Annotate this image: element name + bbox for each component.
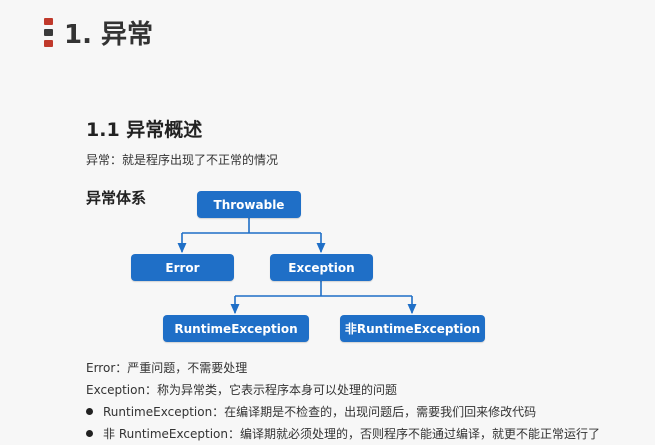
note-exception: Exception：称为异常类，它表示程序本身可以处理的问题 [86, 383, 398, 397]
node-exception: Exception [270, 254, 373, 281]
bullet-text: RuntimeException：在编译期是不检查的，出现问题后，需要我们回来修… [103, 405, 537, 419]
note-error: Error：严重问题，不需要处理 [86, 361, 248, 375]
section-title: 1.1 异常概述 [86, 119, 203, 141]
title-marker-icon [44, 18, 53, 48]
node-runtime-exception: RuntimeException [163, 315, 309, 342]
bullet-text: 非 RuntimeException：编译期就必须处理的，否则程序不能通过编译，… [103, 427, 600, 441]
hierarchy-label: 异常体系 [86, 189, 147, 207]
node-non-runtime-exception: 非RuntimeException [340, 315, 485, 342]
bullet-non-runtime-exception: 非 RuntimeException：编译期就必须处理的，否则程序不能通过编译，… [86, 425, 600, 442]
node-throwable: Throwable [197, 191, 301, 218]
title-marker-bar-bottom [44, 40, 53, 47]
title-marker-bar-top [44, 18, 53, 25]
bullet-dot-icon [86, 408, 93, 415]
bullet-dot-icon [86, 430, 93, 437]
node-error: Error [131, 254, 234, 281]
title-marker-bar-middle [44, 29, 53, 36]
definition-text: 异常：就是程序出现了不正常的情况 [86, 153, 279, 167]
bullet-runtime-exception: RuntimeException：在编译期是不检查的，出现问题后，需要我们回来修… [86, 403, 536, 420]
page-title: 1. 异常 [64, 20, 154, 50]
